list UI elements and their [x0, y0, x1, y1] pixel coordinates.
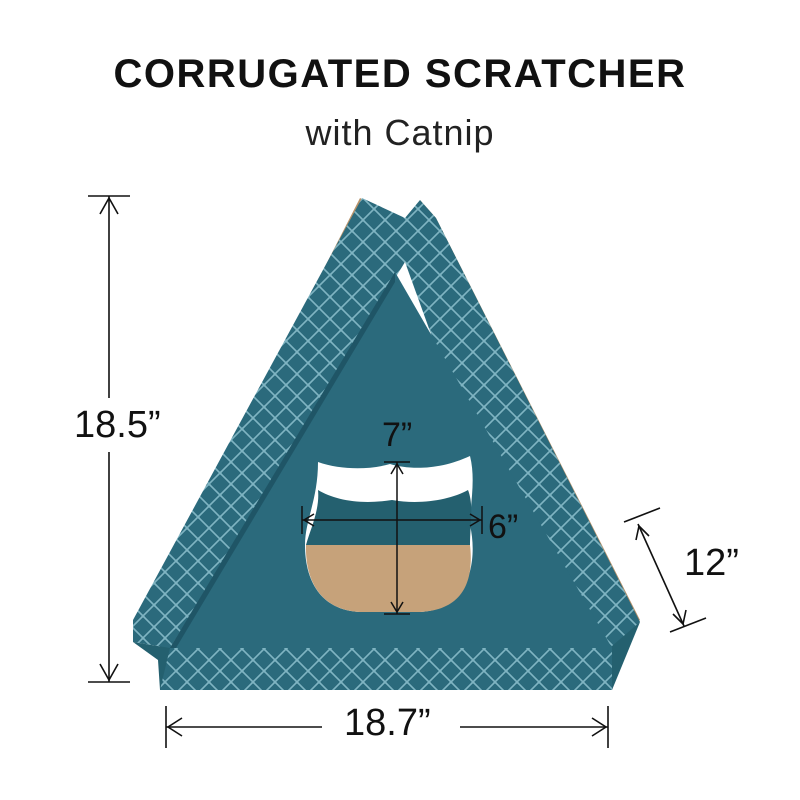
opening-height-dimension-line — [384, 461, 410, 615]
right-roof-panel — [405, 200, 640, 650]
product-title: CORRUGATED SCRATCHER — [113, 52, 687, 96]
front-triangle-face — [170, 272, 612, 648]
height-dimension-line — [88, 195, 130, 683]
opening-width-dimension-line — [301, 506, 483, 534]
width-dimension-line — [165, 706, 609, 748]
height-label: 18.5” — [74, 404, 161, 446]
depth-label: 12” — [684, 542, 739, 584]
opening-width-label: 7” — [382, 416, 413, 454]
width-label: 18.7” — [344, 702, 431, 744]
base-band — [160, 646, 612, 690]
opening-height-label: 6” — [488, 508, 519, 546]
left-roof-panel — [133, 198, 405, 648]
product-subtitle: with Catnip — [305, 112, 495, 153]
depth-dimension-line — [623, 507, 707, 633]
